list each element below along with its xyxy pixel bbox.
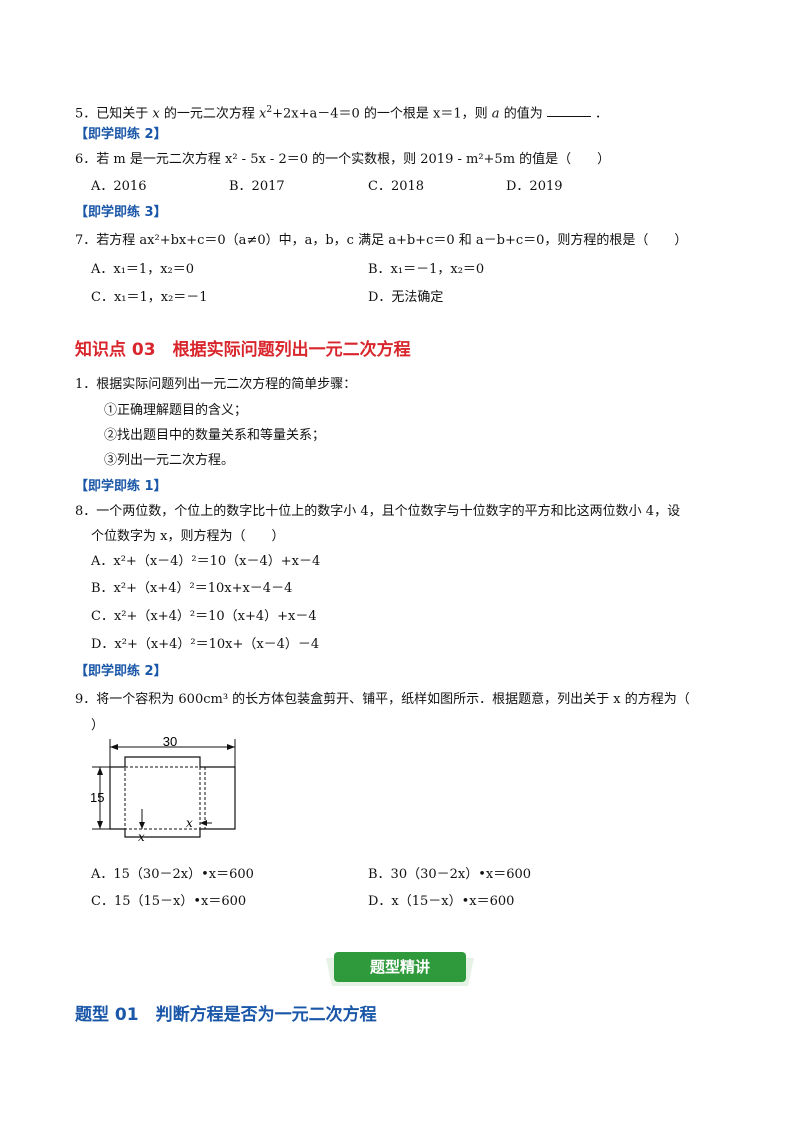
option-c: C．2018 xyxy=(368,179,425,194)
type-heading: 题型 01 判断方程是否为一元二次方程 xyxy=(75,1005,377,1025)
option-d: D．无法确定 xyxy=(368,290,444,305)
option-d: D．x²+（x+4）²＝10x+（x－4）－4 xyxy=(91,637,320,652)
step-2: ②找出题目中的数量关系和等量关系； xyxy=(104,428,326,443)
option-c: C．x²+（x+4）²＝10（x+4）+x－4 xyxy=(91,609,317,624)
option-b: B．30（30－2x）•x＝600 xyxy=(368,867,532,882)
practice-tag: 【即学即练 2】 xyxy=(75,664,167,679)
question-9-line1: 9．将一个容积为 600cm³ 的长方体包装盒剪开、铺平，纸样如图所示．根据题意… xyxy=(75,692,690,707)
question-8-line1: 8．一个两位数，个位上的数字比十位上的数字小 4，且个位数字与十位数字的平方和比… xyxy=(75,504,681,519)
banner-label: 题型精讲 xyxy=(334,952,466,982)
option-a: A．2016 xyxy=(91,179,147,194)
option-d: D．2019 xyxy=(506,179,563,194)
question-7: 7．若方程 ax²+bx+c＝0（a≠0）中，a，b，c 满足 a+b+c＝0 … xyxy=(75,233,688,248)
option-a: A．x²+（x－4）²＝10（x－4）+x－4 xyxy=(91,554,321,569)
section-banner: 题型精讲 xyxy=(326,948,474,988)
option-d: D．x（15－x）•x＝600 xyxy=(368,894,515,909)
question-5: 5．已知关于 x 的一元二次方程 x2+2x+a－4＝0 的一个根是 x＝1，则… xyxy=(75,104,608,122)
x-label-bottom: x xyxy=(138,830,145,844)
option-a: A．15（30－2x）•x＝600 xyxy=(91,867,254,882)
section-heading: 知识点 03 根据实际问题列出一元二次方程 xyxy=(75,340,411,360)
option-b: B．2017 xyxy=(229,179,285,194)
option-a: A．x₁＝1，x₂＝0 xyxy=(91,262,195,277)
option-b: B．x₁＝－1，x₂＝0 xyxy=(368,262,485,277)
answer-blank xyxy=(546,104,591,118)
box-net-figure: 30 15 x x xyxy=(90,737,236,844)
dimension-label-30: 30 xyxy=(163,737,177,749)
question-6: 6．若 m 是一元二次方程 x² - 5x - 2＝0 的一个实数根，则 201… xyxy=(75,152,611,167)
option-c: C．x₁＝1，x₂＝－1 xyxy=(91,290,208,305)
practice-tag: 【即学即练 2】 xyxy=(75,127,167,142)
steps-intro: 1．根据实际问题列出一元二次方程的简单步骤： xyxy=(75,377,357,392)
practice-tag: 【即学即练 1】 xyxy=(75,479,167,494)
question-8-line2: 个位数字为 x，则方程为（ ） xyxy=(91,529,285,544)
option-b: B．x²+（x+4）²＝10x+x－4－4 xyxy=(91,581,293,596)
step-3: ③列出一元二次方程。 xyxy=(104,453,235,468)
option-c: C．15（15－x）•x＝600 xyxy=(91,894,247,909)
practice-tag: 【即学即练 3】 xyxy=(75,205,167,220)
step-1: ①正确理解题目的含义； xyxy=(104,403,248,418)
x-label-right: x xyxy=(186,816,193,830)
dimension-label-15: 15 xyxy=(90,790,104,805)
question-9-line2: ） xyxy=(91,718,105,733)
